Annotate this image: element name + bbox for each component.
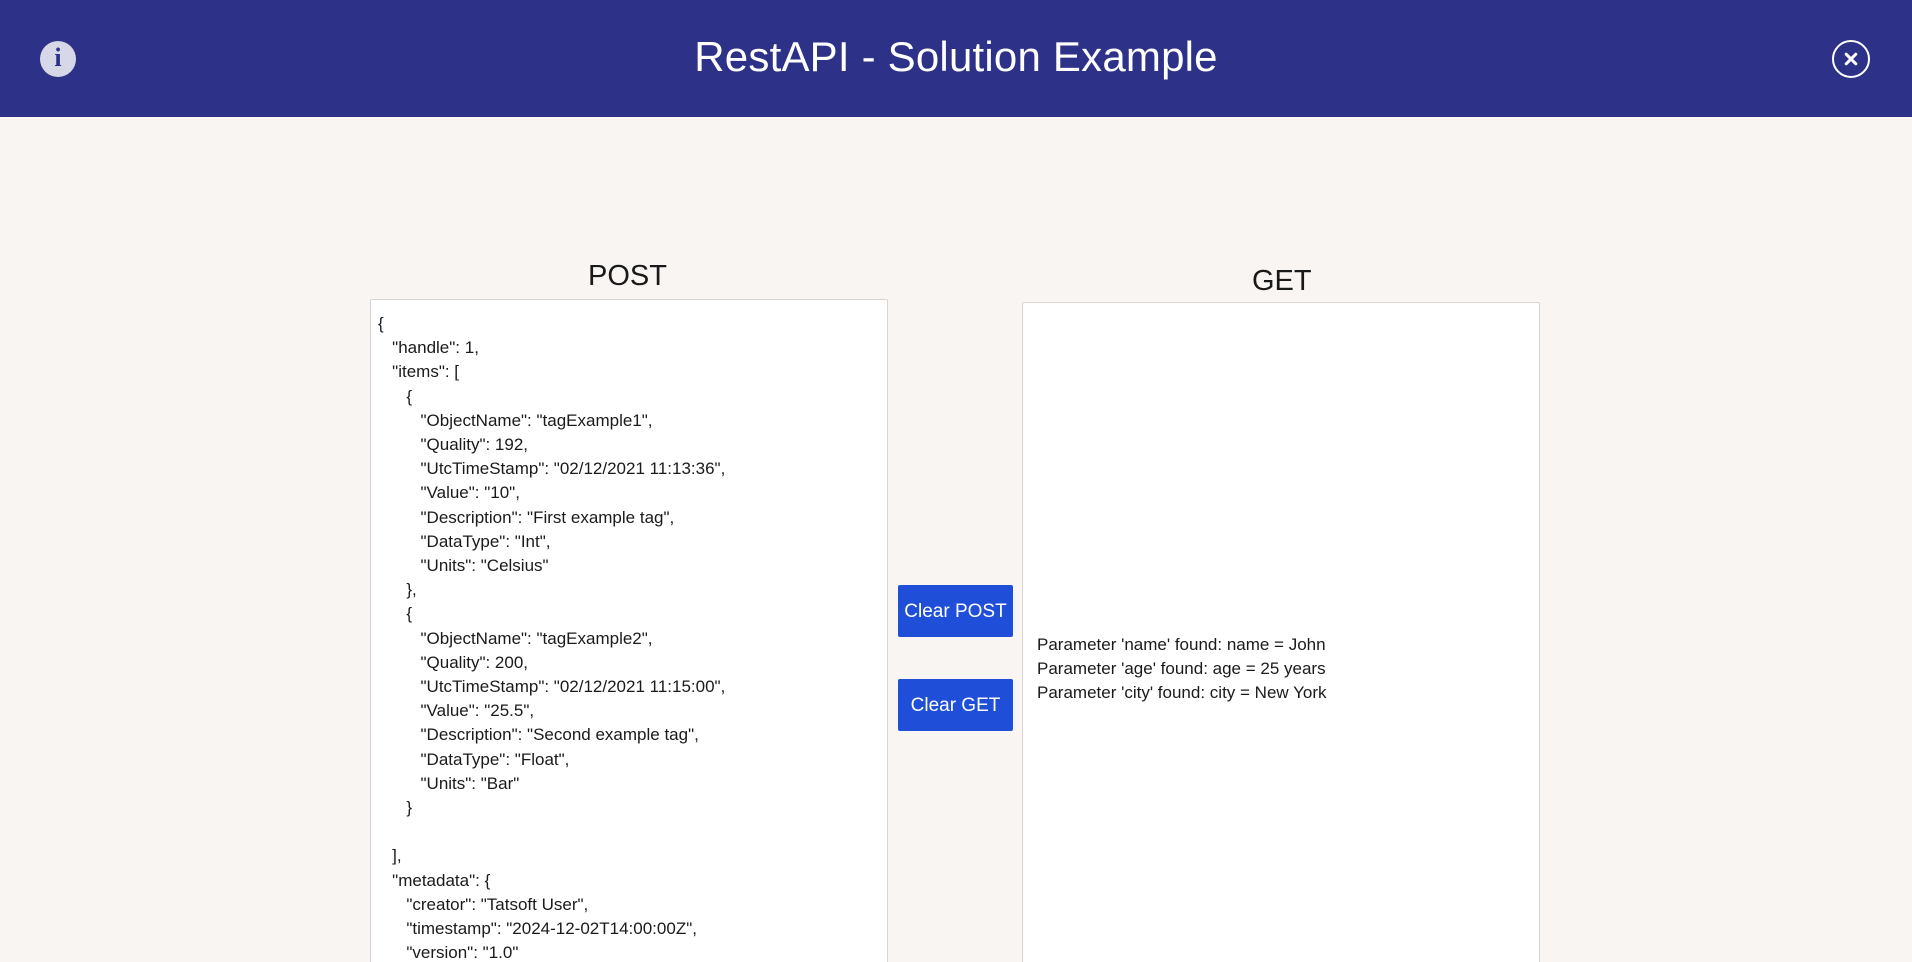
post-body-text[interactable]: { "handle": 1, "items": [ { "ObjectName"…	[378, 314, 726, 962]
post-section-title: POST	[588, 260, 667, 292]
info-glyph: i	[54, 42, 62, 72]
info-icon[interactable]: i	[40, 40, 76, 77]
main-workspace: POST { "handle": 1, "items": [ { "Object…	[0, 117, 1912, 962]
page-title: RestAPI - Solution Example	[694, 32, 1218, 80]
clear-post-button[interactable]: Clear POST	[898, 585, 1013, 637]
clear-get-button[interactable]: Clear GET	[898, 679, 1013, 731]
window-titlebar: i RestAPI - Solution Example	[0, 0, 1912, 117]
get-panel: Parameter 'name' found: name = John Para…	[1022, 302, 1540, 962]
get-section-title: GET	[1252, 265, 1312, 297]
get-body-text[interactable]: Parameter 'name' found: name = John Para…	[1037, 635, 1327, 703]
close-icon[interactable]	[1832, 39, 1870, 78]
action-button-column: Clear POST Clear GET	[898, 585, 1013, 731]
post-panel: { "handle": 1, "items": [ { "ObjectName"…	[370, 299, 888, 962]
